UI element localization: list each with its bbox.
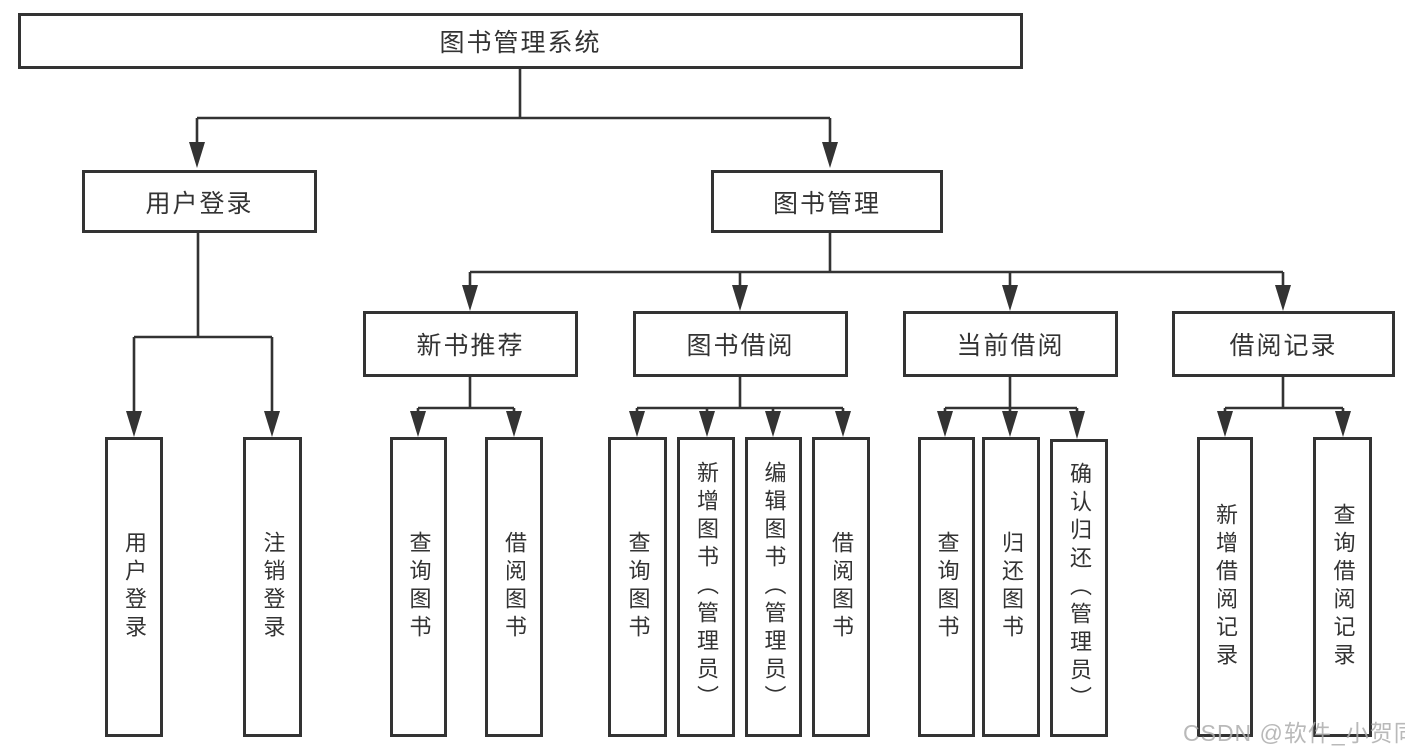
node-book-management-branch-label: 图书管理 xyxy=(772,189,881,218)
leaf-add-borrow-record: 新增借阅记录 xyxy=(1197,437,1253,737)
leaf-return-books: 归还图书 xyxy=(982,437,1040,737)
leaf-borrow-books: 借阅图书 xyxy=(812,437,870,737)
csdn-watermark: CSDN @软件_小贺同学 xyxy=(1183,720,1405,746)
node-current-borrowing-label: 当前借阅 xyxy=(956,332,1065,360)
node-borrowing-records-label: 借阅记录 xyxy=(1229,332,1338,360)
leaf-recommend-query-books-label: 查询图书 xyxy=(406,531,432,643)
leaf-recommend-query-books: 查询图书 xyxy=(390,437,447,737)
leaf-add-books-admin-label: 新增图书（管理员） xyxy=(694,461,719,713)
leaf-borrowing-query-books-label: 查询图书 xyxy=(625,531,651,643)
leaf-borrowing-query-books: 查询图书 xyxy=(608,437,667,737)
node-user-login-branch: 用户登录 xyxy=(82,170,317,233)
node-current-borrowing: 当前借阅 xyxy=(903,311,1118,377)
node-user-login-branch-label: 用户登录 xyxy=(145,189,254,218)
leaf-user-login: 用户登录 xyxy=(105,437,163,737)
node-book-management-branch: 图书管理 xyxy=(711,170,943,233)
node-root-system: 图书管理系统 xyxy=(18,13,1023,69)
leaf-borrow-books-label: 借阅图书 xyxy=(829,531,854,643)
leaf-edit-books-admin-label: 编辑图书（管理员） xyxy=(761,461,787,713)
node-new-book-recommend-label: 新书推荐 xyxy=(416,332,525,360)
leaf-logout-label: 注销登录 xyxy=(260,531,286,643)
leaf-recommend-borrow-books: 借阅图书 xyxy=(485,437,543,737)
leaf-return-books-label: 归还图书 xyxy=(999,531,1024,643)
leaf-confirm-return-admin-label: 确认归还（管理员） xyxy=(1067,462,1092,714)
leaf-current-query-books-label: 查询图书 xyxy=(934,531,960,643)
node-borrowing-records: 借阅记录 xyxy=(1172,311,1395,377)
node-new-book-recommend: 新书推荐 xyxy=(363,311,578,377)
leaf-query-borrow-record-label: 查询借阅记录 xyxy=(1330,503,1356,671)
leaf-add-books-admin: 新增图书（管理员） xyxy=(677,437,735,737)
leaf-edit-books-admin: 编辑图书（管理员） xyxy=(745,437,802,737)
leaf-logout: 注销登录 xyxy=(243,437,302,737)
leaf-confirm-return-admin: 确认归还（管理员） xyxy=(1050,439,1108,737)
node-book-borrowing-label: 图书借阅 xyxy=(686,332,795,360)
leaf-query-borrow-record: 查询借阅记录 xyxy=(1313,437,1372,737)
leaf-add-borrow-record-label: 新增借阅记录 xyxy=(1213,503,1238,671)
node-book-borrowing: 图书借阅 xyxy=(633,311,848,377)
leaf-user-login-label: 用户登录 xyxy=(122,531,147,643)
node-root-label: 图书管理系统 xyxy=(439,29,602,57)
leaf-recommend-borrow-books-label: 借阅图书 xyxy=(502,531,527,643)
leaf-current-query-books: 查询图书 xyxy=(918,437,975,737)
